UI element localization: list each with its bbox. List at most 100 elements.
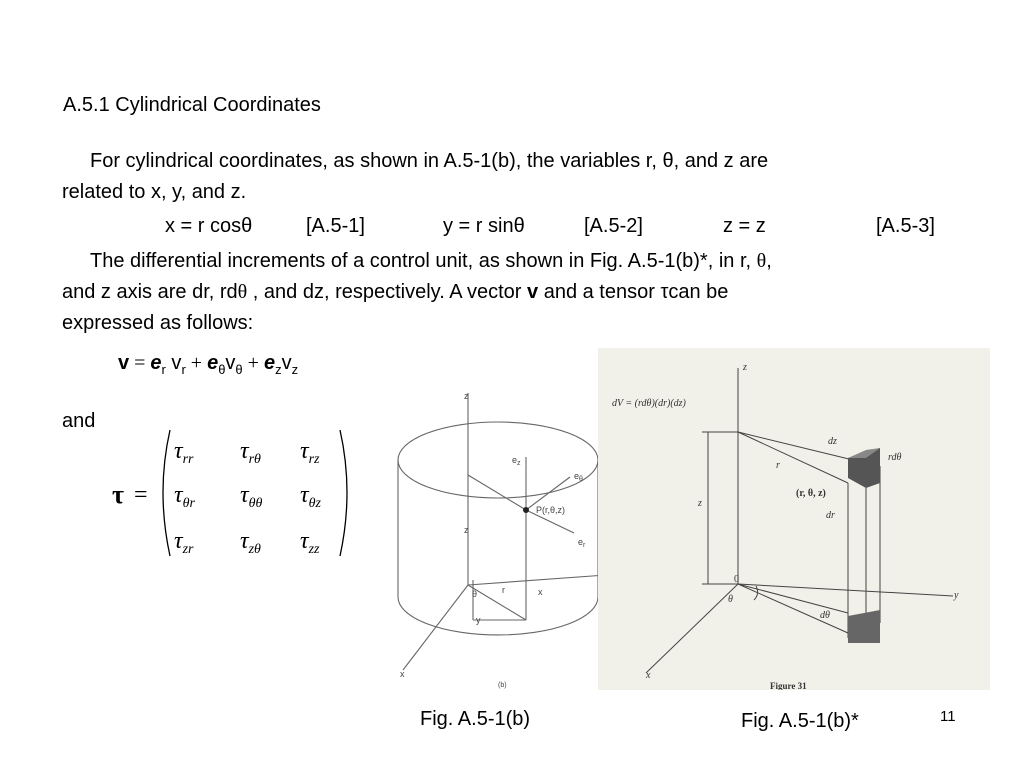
- tau-zz: τzz: [300, 528, 320, 557]
- text-run: The differential increments of a control…: [90, 250, 757, 272]
- right-paren: [339, 429, 348, 557]
- y-axis: [737, 583, 954, 597]
- volume-element-top: [848, 448, 880, 458]
- figure-background: [598, 348, 990, 690]
- paragraph-increments: The differential increments of a control…: [62, 246, 982, 339]
- top-radius: [467, 474, 527, 511]
- equation-tag-2: [A.5-2]: [584, 215, 643, 237]
- origin-label: 0: [734, 574, 739, 585]
- equals-sign: =: [129, 352, 151, 374]
- base-ray-1: [737, 583, 849, 614]
- e-theta-vector: [525, 476, 571, 511]
- unit-vector-ez: e: [263, 352, 276, 374]
- subscript: r: [161, 362, 166, 377]
- theta-label: θ: [728, 594, 733, 605]
- component-v: v: [281, 352, 292, 374]
- x-axis: [402, 584, 469, 671]
- theta-arc: [753, 585, 759, 601]
- y-axis-label: y: [953, 590, 959, 601]
- theta-symbol: θ: [237, 281, 248, 303]
- text-run: and z axis are dr, rd: [62, 281, 238, 303]
- r-line-bottom: [737, 431, 849, 484]
- subscript: z: [275, 362, 282, 377]
- equation-x: x = r cosθ: [165, 215, 253, 237]
- y-label: y: [476, 615, 481, 625]
- subscript: θ: [218, 362, 226, 377]
- text-run: ,: [766, 250, 772, 272]
- unit-vector-et: e: [207, 352, 219, 374]
- paragraph-increments-line3: expressed as follows:: [62, 312, 254, 334]
- height-z-label: z: [464, 525, 469, 535]
- y-axis: [467, 574, 607, 586]
- radius-line: [467, 584, 527, 621]
- dtheta-label: dθ: [820, 610, 830, 621]
- theta-symbol: θ: [756, 250, 767, 272]
- x-axis-label: x: [400, 669, 405, 679]
- left-paren: [162, 429, 171, 557]
- unit-vector-er: e: [150, 352, 162, 374]
- tau-thetaz: τθz: [300, 482, 321, 511]
- dz-label: dz: [828, 436, 837, 447]
- paragraph-intro-line2: related to x, y, and z.: [62, 181, 247, 203]
- er-label: er: [578, 537, 586, 549]
- paragraph-increments-line2: and z axis are dr, rdθ , and dz, respect…: [62, 277, 982, 308]
- tensor-matrix: τ = τrr τrθ τrz τθr τθθ τθz τzr τzθ τzz: [112, 429, 348, 557]
- tensor-symbol: τ: [112, 480, 124, 509]
- tau-thetatheta: τθθ: [240, 482, 262, 511]
- subscript: r: [181, 362, 186, 377]
- component-v: v: [225, 352, 236, 374]
- point-p: [523, 507, 529, 513]
- paragraph-intro: For cylindrical coordinates, as shown in…: [62, 146, 982, 208]
- vector-symbol: v: [527, 281, 539, 303]
- paragraph-increments-line1: The differential increments of a control…: [62, 246, 982, 277]
- equation-row: x = r cosθ [A.5-1] y = r sinθ [A.5-2] z …: [0, 211, 1024, 242]
- dr-label: dr: [826, 510, 835, 521]
- text-run: , and dz, respectively. A vector: [247, 281, 528, 303]
- z-dimension-label: z: [697, 498, 702, 509]
- equation-z: z = z: [723, 215, 766, 237]
- figure-number: Figure 31: [770, 681, 807, 690]
- tensor-equals: =: [134, 482, 148, 508]
- caption-left: Fig. A.5-1(b): [420, 708, 531, 730]
- tau-rz: τrz: [300, 438, 320, 467]
- equation-tag-3: [A.5-3]: [876, 215, 935, 237]
- equation-tag-1: [A.5-1]: [306, 215, 365, 237]
- page-number: 11: [940, 708, 956, 725]
- z-axis-label: z: [464, 391, 469, 401]
- base-ray-2: [737, 583, 849, 634]
- tau-rr: τrr: [174, 438, 194, 467]
- equation-y: y = r sinθ: [443, 215, 525, 237]
- r-line-top: [737, 431, 854, 461]
- vector-v: v: [118, 352, 130, 374]
- section-heading: A.5.1 Cylindrical Coordinates: [63, 94, 321, 116]
- x-axis: [645, 583, 739, 674]
- tau-zr: τzr: [174, 528, 194, 557]
- theta-label: θ: [472, 589, 477, 599]
- tau-thetar: τθr: [174, 482, 195, 511]
- tau-rtheta: τrθ: [240, 438, 261, 467]
- e-r-vector: [525, 509, 575, 534]
- subscript: z: [291, 362, 299, 377]
- plus-sign: +: [242, 352, 264, 374]
- cylinder-top-ellipse: [397, 421, 599, 499]
- x-axis-label: x: [645, 670, 651, 681]
- point-label: (r, θ, z): [796, 488, 826, 499]
- dv-formula: dV = (rdθ)(dr)(dz): [612, 398, 687, 409]
- and-label: and: [62, 410, 96, 432]
- caption-right: Fig. A.5-1(b)*: [741, 710, 859, 732]
- cylinder-figure: z ez eθ er P(r,θ,z) z θ r x y x (b): [397, 391, 607, 689]
- point-label: P(r,θ,z): [536, 505, 565, 515]
- differential-volume-figure: dV = (rdθ)(dr)(dz) z dz rdθ r (r, θ, z) …: [598, 348, 990, 690]
- ez-label: ez: [512, 455, 521, 467]
- paragraph-intro-line1: For cylindrical coordinates, as shown in…: [90, 150, 769, 172]
- subscript: θ: [235, 362, 243, 377]
- rdtheta-label: rdθ: [888, 452, 902, 463]
- plus-sign: +: [185, 352, 208, 374]
- cylinder-bottom-arc: [397, 596, 599, 636]
- component-v: v: [165, 352, 182, 374]
- tau-ztheta: τzθ: [240, 528, 261, 557]
- etheta-label: eθ: [574, 471, 583, 483]
- subfigure-label: (b): [498, 682, 507, 689]
- r-label: r: [502, 585, 505, 595]
- z-axis-label: z: [742, 362, 747, 373]
